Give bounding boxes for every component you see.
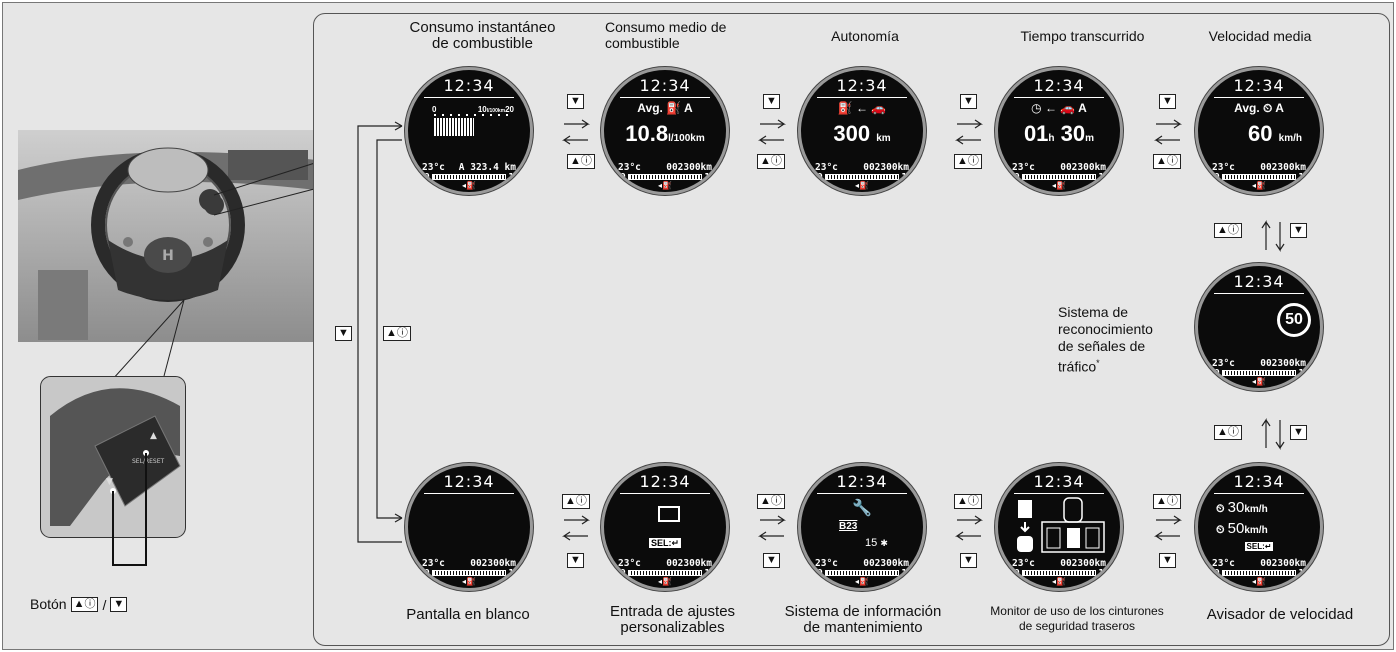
btn-upinfo-1[interactable]: ▲ⓘ bbox=[567, 154, 595, 169]
settings-screen-icon bbox=[658, 506, 680, 522]
title-blank: Pantalla en blanco bbox=[406, 606, 530, 623]
button-caption: Botón ▲ⓘ / ▼ bbox=[30, 596, 128, 613]
loop-up-info-button[interactable]: ▲ⓘ bbox=[383, 326, 411, 341]
btn-upinfo-3[interactable]: ▲ⓘ bbox=[954, 154, 982, 169]
btn-upinfo-6[interactable]: ▲ⓘ bbox=[757, 494, 785, 509]
btn-down-3[interactable]: ▼ bbox=[960, 94, 977, 109]
speed-limit-sign-icon: 50 bbox=[1277, 303, 1311, 337]
btn-upinfo-v1[interactable]: ▲ⓘ bbox=[1214, 223, 1242, 238]
inst-bars bbox=[434, 118, 474, 136]
btn-upinfo-8[interactable]: ▲ⓘ bbox=[1153, 494, 1181, 509]
slash: / bbox=[102, 596, 107, 613]
btn-upinfo-7[interactable]: ▲ⓘ bbox=[954, 494, 982, 509]
btn-down-v2[interactable]: ▼ bbox=[1290, 425, 1307, 440]
wrench-icon: 🔧 bbox=[852, 500, 872, 517]
speed-alert-2-icon: ⏲ bbox=[1216, 524, 1225, 536]
btn-down-8[interactable]: ▼ bbox=[1159, 553, 1176, 568]
svg-text:▼: ▼ bbox=[106, 477, 113, 487]
up-info-button[interactable]: ▲ⓘ bbox=[70, 597, 99, 612]
button-label: Botón bbox=[30, 596, 67, 612]
btn-upinfo-v2[interactable]: ▲ⓘ bbox=[1214, 425, 1242, 440]
svg-text:▲: ▲ bbox=[150, 431, 157, 441]
btn-down-2[interactable]: ▼ bbox=[763, 94, 780, 109]
loop-down-button[interactable]: ▼ bbox=[335, 326, 352, 341]
steering-buttons-inset: SEL/RESET ▲ ▼ bbox=[40, 376, 186, 538]
btn-down-5[interactable]: ▼ bbox=[567, 553, 584, 568]
rear-seatbelt-icon bbox=[1017, 497, 1105, 553]
btn-down-1[interactable]: ▼ bbox=[567, 94, 584, 109]
btn-down-v1[interactable]: ▼ bbox=[1290, 223, 1307, 238]
sel-reset-text: SEL/RESET bbox=[132, 458, 165, 465]
btn-down-7[interactable]: ▼ bbox=[960, 553, 977, 568]
button-callout-lines bbox=[112, 453, 147, 566]
down-button[interactable]: ▼ bbox=[110, 597, 128, 612]
btn-upinfo-5[interactable]: ▲ⓘ bbox=[562, 494, 590, 509]
svg-text:H: H bbox=[162, 248, 174, 264]
title-speed-alert: Avisador de velocidad bbox=[1206, 606, 1354, 623]
speed-alert-row-2: ⏲ 50km/h bbox=[1216, 520, 1268, 537]
btn-upinfo-2[interactable]: ▲ⓘ bbox=[757, 154, 785, 169]
title-elapsed: Tiempo transcurrido bbox=[1020, 28, 1145, 44]
btn-upinfo-4[interactable]: ▲ⓘ bbox=[1153, 154, 1181, 169]
btn-down-4[interactable]: ▼ bbox=[1159, 94, 1176, 109]
btn-down-6[interactable]: ▼ bbox=[763, 553, 780, 568]
title-avg-speed: Velocidad media bbox=[1208, 28, 1312, 44]
speed-alert-1-icon: ⏲ bbox=[1216, 503, 1225, 515]
speed-alert-row-1: ⏲ 30km/h bbox=[1216, 499, 1268, 516]
title-range: Autonomía bbox=[831, 28, 899, 44]
